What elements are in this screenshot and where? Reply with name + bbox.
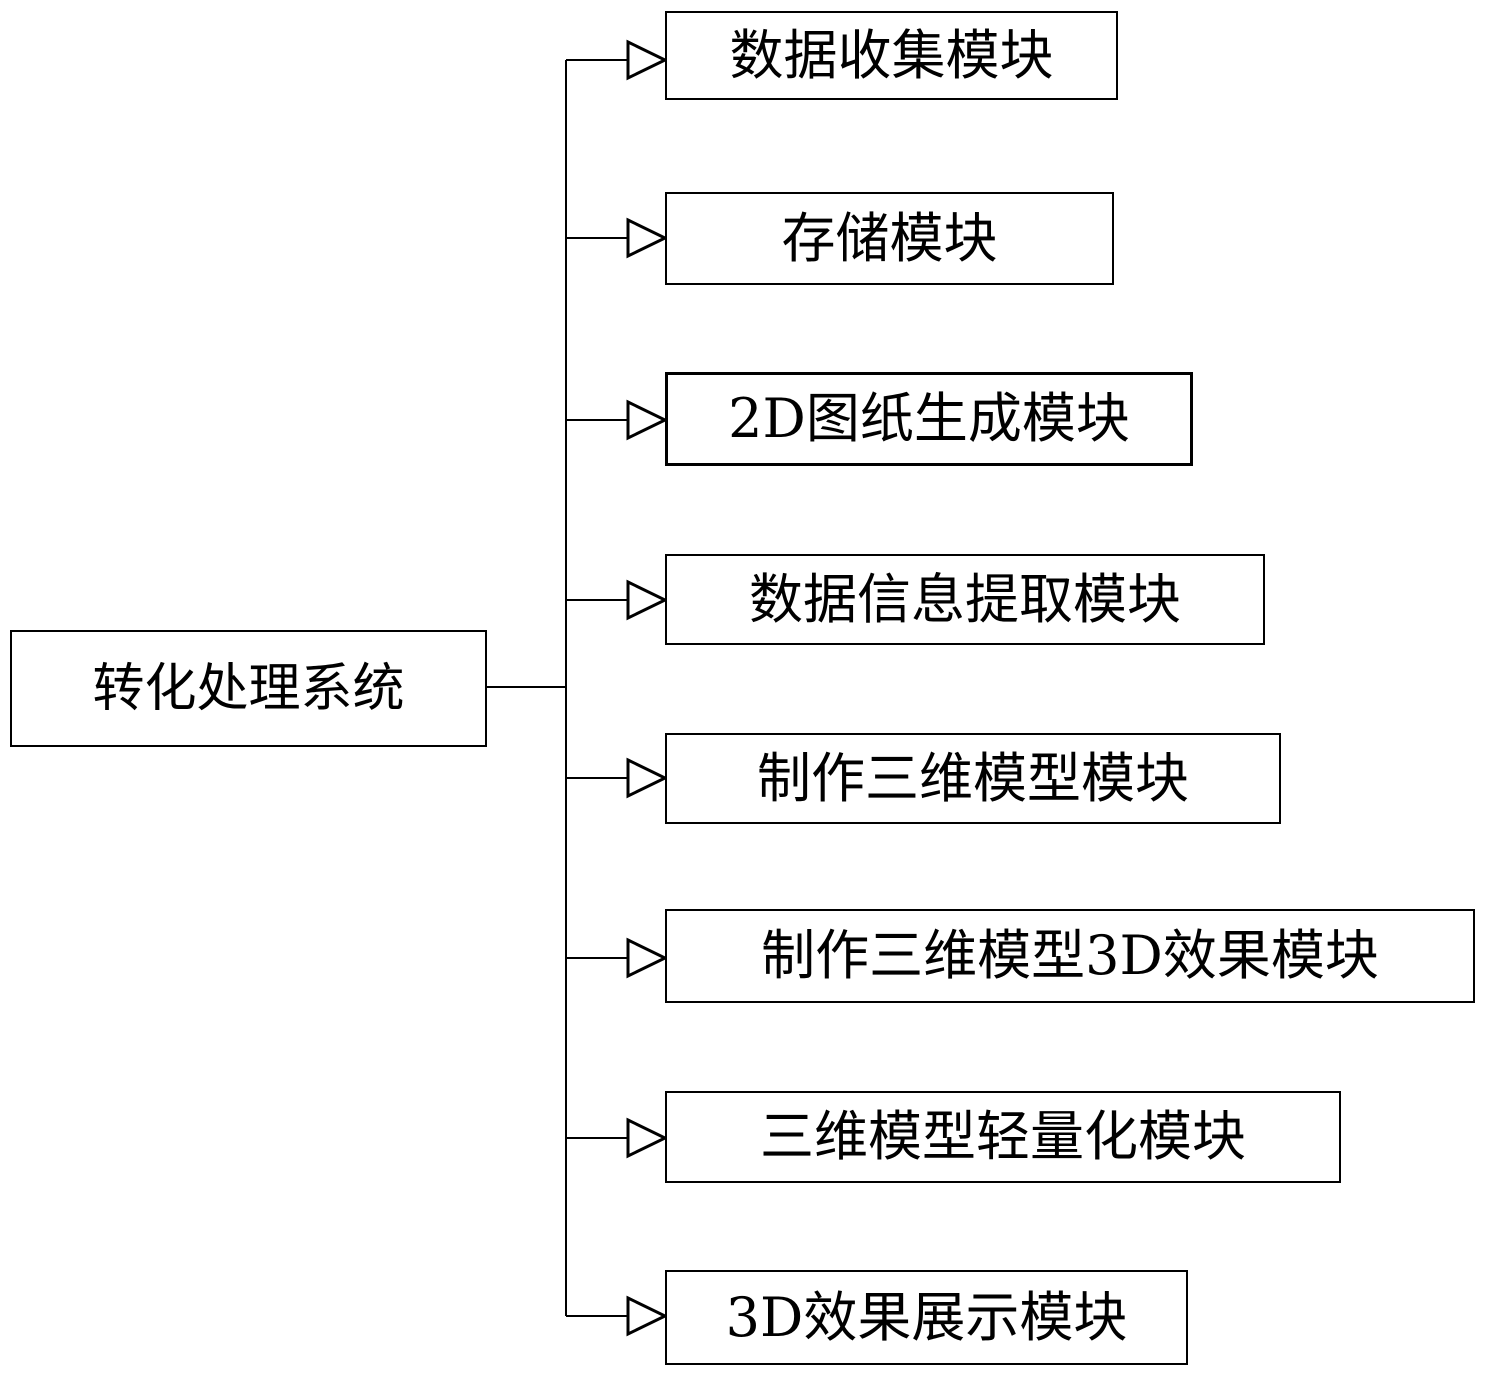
arrowhead-icon-4 <box>626 579 669 621</box>
child-node-2-label: 存储模块 <box>781 206 998 270</box>
child-node-5-label: 制作三维模型模块 <box>757 746 1189 810</box>
child-node-4-label: 数据信息提取模块 <box>749 567 1181 631</box>
arrowhead-icon-6 <box>626 937 669 979</box>
root-node-label: 转化处理系统 <box>92 658 405 719</box>
child-node-7-label: 三维模型轻量化模块 <box>760 1105 1246 1168</box>
arrowhead-icon-3 <box>626 399 669 441</box>
arrowhead-icon-5 <box>626 757 669 799</box>
child-node-8-label: 3D效果展示模块 <box>725 1285 1128 1349</box>
arrowhead-icon-2 <box>626 217 669 259</box>
child-node-2[interactable]: 存储模块 <box>665 192 1114 285</box>
child-node-1-label: 数据收集模块 <box>729 23 1054 87</box>
child-node-6-label: 制作三维模型3D效果模块 <box>761 924 1379 987</box>
root-node-conversion-processing-system[interactable]: 转化处理系统 <box>10 630 487 747</box>
child-node-7[interactable]: 三维模型轻量化模块 <box>665 1091 1341 1183</box>
child-node-3[interactable]: 2D图纸生成模块 <box>665 372 1193 466</box>
child-node-3-label: 2D图纸生成模块 <box>728 387 1130 450</box>
arrowhead-icon-8 <box>626 1295 669 1337</box>
child-node-1[interactable]: 数据收集模块 <box>665 11 1118 100</box>
child-node-4[interactable]: 数据信息提取模块 <box>665 554 1265 645</box>
child-node-6[interactable]: 制作三维模型3D效果模块 <box>665 909 1475 1003</box>
arrowhead-icon-7 <box>626 1117 669 1159</box>
child-node-5[interactable]: 制作三维模型模块 <box>665 733 1281 824</box>
arrowhead-icon-1 <box>626 39 669 81</box>
child-node-8[interactable]: 3D效果展示模块 <box>665 1270 1188 1365</box>
